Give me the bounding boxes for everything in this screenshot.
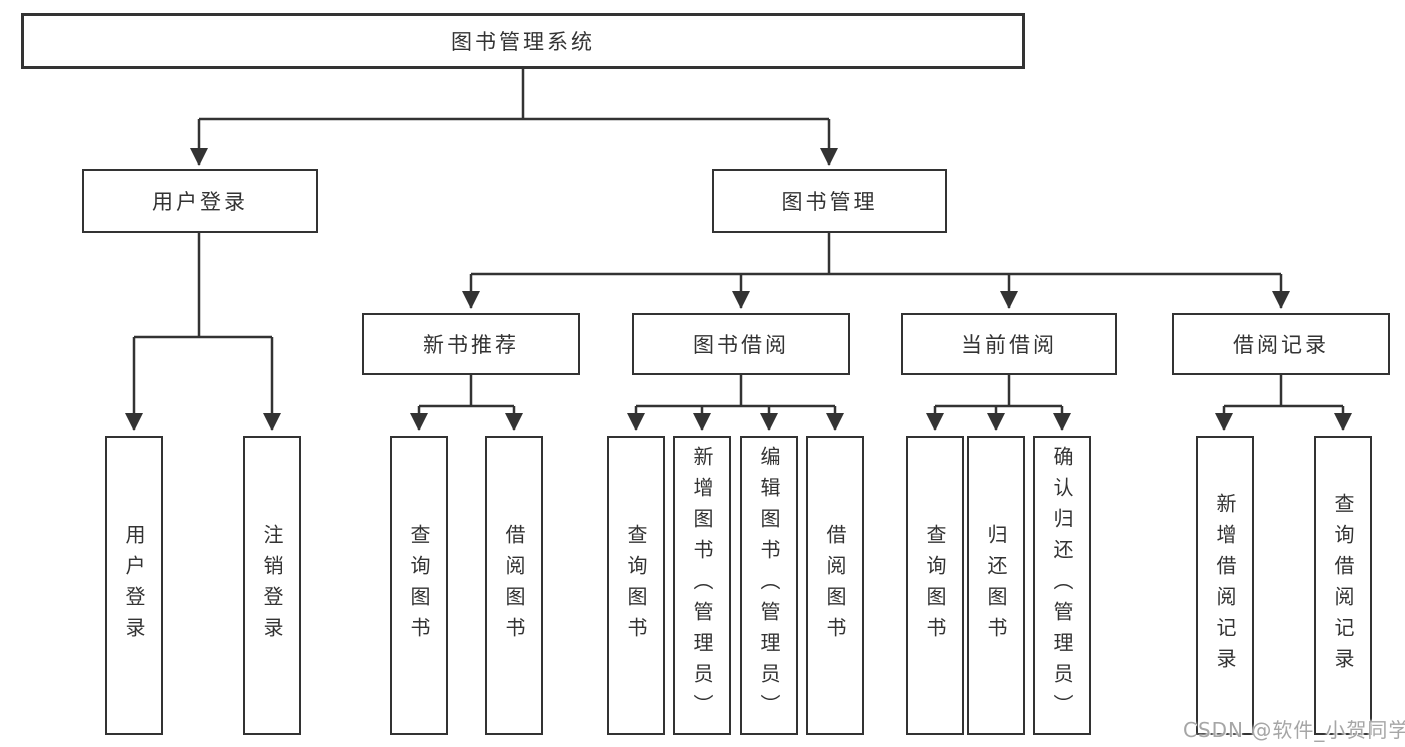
connector-user-login-children <box>125 233 281 431</box>
node-query-book-under-current: 查询图书 <box>906 436 964 735</box>
node-system-title: 图书管理系统 <box>21 13 1025 69</box>
node-borrow-records: 借阅记录 <box>1172 313 1390 375</box>
node-current-borrow: 当前借阅 <box>901 313 1117 375</box>
node-add-borrow-record: 新增借阅记录 <box>1196 436 1254 735</box>
node-label: 归还图书 <box>984 523 1008 648</box>
node-label: 注销登录 <box>260 523 284 648</box>
node-label: 新书推荐 <box>423 333 519 357</box>
node-logout-leaf: 注销登录 <box>243 436 301 735</box>
node-label: 图书借阅 <box>693 333 789 357</box>
node-label: 新增图书（管理员） <box>690 446 714 725</box>
node-user-login: 用户登录 <box>82 169 318 233</box>
node-label: 图书管理系统 <box>451 30 595 54</box>
connector-book-borrow-children <box>627 375 844 431</box>
node-label: 查询图书 <box>624 523 648 648</box>
node-borrow-book-under-new: 借阅图书 <box>485 436 543 735</box>
connector-current-borrow-children <box>926 375 1071 431</box>
node-query-book-under-new: 查询图书 <box>390 436 448 735</box>
node-query-borrow-record: 查询借阅记录 <box>1314 436 1372 735</box>
connector-root-to-level2 <box>190 69 838 166</box>
node-label: 借阅图书 <box>823 523 847 648</box>
node-label: 用户登录 <box>152 190 248 214</box>
node-label: 确认归还（管理员） <box>1050 446 1074 725</box>
node-edit-book-admin: 编辑图书（管理员） <box>740 436 798 735</box>
node-label: 借阅记录 <box>1233 333 1329 357</box>
node-label: 当前借阅 <box>961 333 1057 357</box>
watermark-text: CSDN @软件_小贺同学 <box>1183 718 1405 742</box>
node-book-management: 图书管理 <box>712 169 947 233</box>
node-label: 编辑图书（管理员） <box>757 446 781 725</box>
node-user-login-leaf: 用户登录 <box>105 436 163 735</box>
node-book-borrow: 图书借阅 <box>632 313 850 375</box>
node-borrow-book-under-borrow: 借阅图书 <box>806 436 864 735</box>
node-query-book-under-borrow: 查询图书 <box>607 436 665 735</box>
node-label: 查询借阅记录 <box>1331 492 1355 679</box>
node-label: 查询图书 <box>407 523 431 648</box>
connector-borrow-records-children <box>1215 375 1352 431</box>
node-label: 借阅图书 <box>502 523 526 648</box>
node-label: 查询图书 <box>923 523 947 648</box>
connector-book-management-children <box>462 233 1290 309</box>
node-label: 图书管理 <box>781 190 878 214</box>
node-confirm-return-admin: 确认归还（管理员） <box>1033 436 1091 735</box>
node-label: 新增借阅记录 <box>1213 492 1237 679</box>
node-return-book: 归还图书 <box>967 436 1025 735</box>
connector-new-book-children <box>410 375 523 431</box>
node-add-book-admin: 新增图书（管理员） <box>673 436 731 735</box>
node-new-book-recommend: 新书推荐 <box>362 313 580 375</box>
node-label: 用户登录 <box>122 523 146 648</box>
